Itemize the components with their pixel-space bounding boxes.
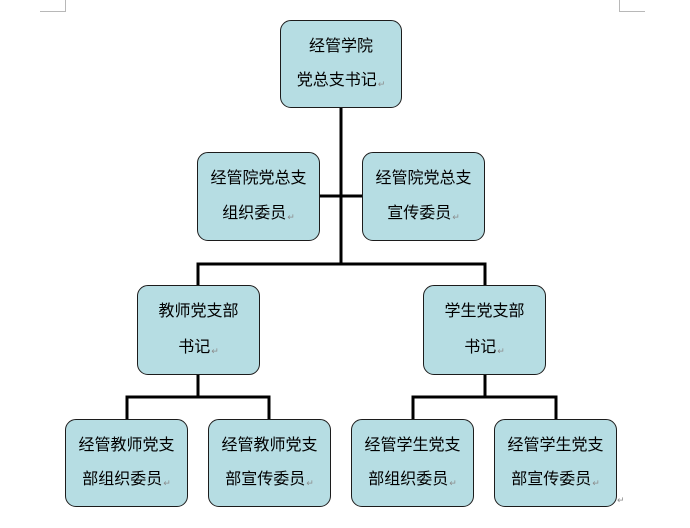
node-line-1: 学生党支部	[444, 301, 525, 320]
crop-mark-right-vertical	[619, 0, 620, 12]
node-line-2: 书记	[464, 337, 497, 356]
crop-mark-left-vertical	[65, 0, 66, 12]
node-line-2: 部组织委员	[368, 469, 449, 488]
node-line-2: 党总支书记	[296, 70, 377, 89]
paragraph-mark-icon: ↵	[306, 479, 314, 489]
node-line-1: 经管学生党支	[364, 435, 461, 454]
node-line-2: 书记	[178, 337, 211, 356]
paragraph-mark-icon: ↵	[497, 347, 505, 357]
node-propaganda-member: 经管院党总支 宣传委员↵	[362, 152, 485, 241]
paragraph-mark-icon: ↵	[163, 479, 171, 489]
node-line-2: 宣传委员	[387, 203, 452, 222]
paragraph-mark-icon: ↵	[452, 213, 460, 223]
paragraph-mark-icon: ↵	[592, 479, 600, 489]
node-line-1: 经管学院	[308, 36, 373, 55]
paragraph-mark-icon: ↵	[211, 347, 219, 357]
node-line-1: 教师党支部	[158, 301, 239, 320]
crop-mark-left-horizontal	[40, 11, 66, 12]
node-party-secretary: 经管学院 党总支书记↵	[280, 20, 402, 108]
node-student-branch-secretary: 学生党支部 书记↵	[423, 285, 546, 375]
crop-mark-right-horizontal	[619, 11, 645, 12]
node-line-1: 经管学生党支	[507, 435, 604, 454]
node-organization-member: 经管院党总支 组织委员↵	[197, 152, 320, 241]
node-line-2: 部组织委员	[82, 469, 163, 488]
node-line-1: 经管院党总支	[375, 168, 472, 187]
paragraph-mark-icon: ↵	[287, 213, 295, 223]
node-line-2: 组织委员	[222, 203, 287, 222]
node-line-1: 经管教师党支	[78, 435, 175, 454]
node-teacher-branch-secretary: 教师党支部 书记↵	[137, 285, 260, 375]
node-line-2: 部宣传委员	[225, 469, 306, 488]
node-student-propaganda-member: 经管学生党支 部宣传委员↵	[494, 419, 617, 507]
paragraph-mark-icon: ↵	[617, 496, 625, 506]
node-teacher-propaganda-member: 经管教师党支 部宣传委员↵	[208, 419, 331, 507]
node-line-1: 经管院党总支	[210, 168, 307, 187]
node-line-1: 经管教师党支	[221, 435, 318, 454]
node-teacher-organization-member: 经管教师党支 部组织委员↵	[65, 419, 188, 507]
node-line-2: 部宣传委员	[511, 469, 592, 488]
paragraph-mark-icon: ↵	[449, 479, 457, 489]
node-student-organization-member: 经管学生党支 部组织委员↵	[351, 419, 474, 507]
paragraph-mark-icon: ↵	[377, 80, 386, 90]
